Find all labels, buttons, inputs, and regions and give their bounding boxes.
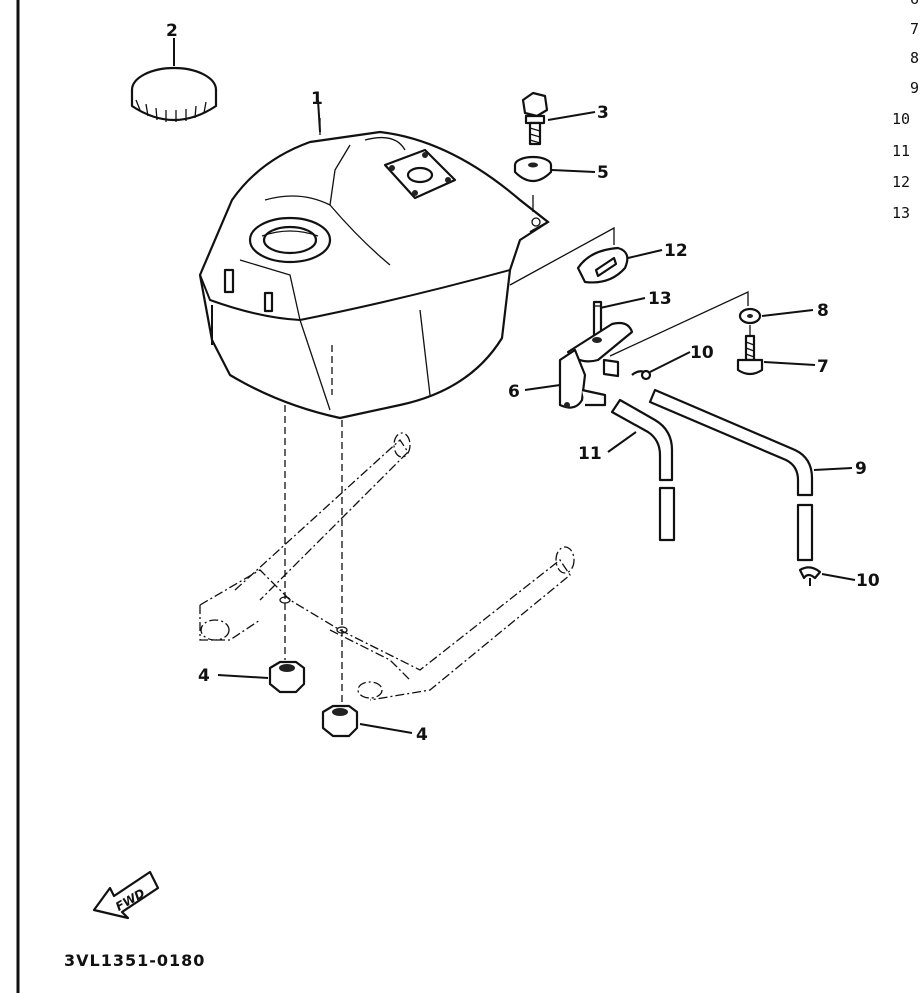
callout-4-right: 4 [416,725,428,745]
index-item: 10 [892,110,910,128]
callout-9: 9 [855,459,867,479]
callout-7: 7 [817,357,829,377]
assembly-lines [284,195,751,705]
bolt [521,91,549,146]
hose-clip-lower [798,566,822,586]
fuel-hose-short [610,398,676,542]
callout-8: 8 [817,301,829,321]
callout-4-left: 4 [198,666,210,686]
callout-11: 11 [578,444,602,464]
hose-clip-upper [631,369,652,381]
index-item: 13 [892,204,910,222]
index-item: 9 [910,79,919,97]
screw [736,334,764,376]
callout-5: 5 [597,163,609,183]
fuel-tank [198,118,550,420]
index-item: 11 [892,142,910,160]
callout-13: 13 [648,289,672,309]
callout-1: 1 [311,89,323,109]
fuel-hose-long [648,388,814,562]
washer [738,307,762,325]
callout-10-lower: 10 [856,571,880,591]
callout-10-upper: 10 [690,343,714,363]
index-list: 6 7 8 9 10 11 12 13 [892,0,919,222]
callout-6: 6 [508,382,520,402]
index-item: 8 [910,49,919,67]
nut-right [321,704,359,738]
index-item: 7 [910,20,919,38]
fuel-cap [130,66,218,122]
callout-3: 3 [597,103,609,123]
callout-2: 2 [166,21,178,41]
frame-outline [199,432,575,701]
index-item: 12 [892,173,910,191]
callout-12: 12 [664,241,688,261]
forward-arrow-icon: FWD [92,870,160,920]
drawing-code: 3VL1351-0180 [64,951,205,970]
gasket [576,246,629,284]
index-item: 6 [910,0,919,8]
fuel-cock [558,300,634,409]
damper [513,155,553,183]
nut-left [268,660,306,694]
leader-lines [173,38,856,734]
